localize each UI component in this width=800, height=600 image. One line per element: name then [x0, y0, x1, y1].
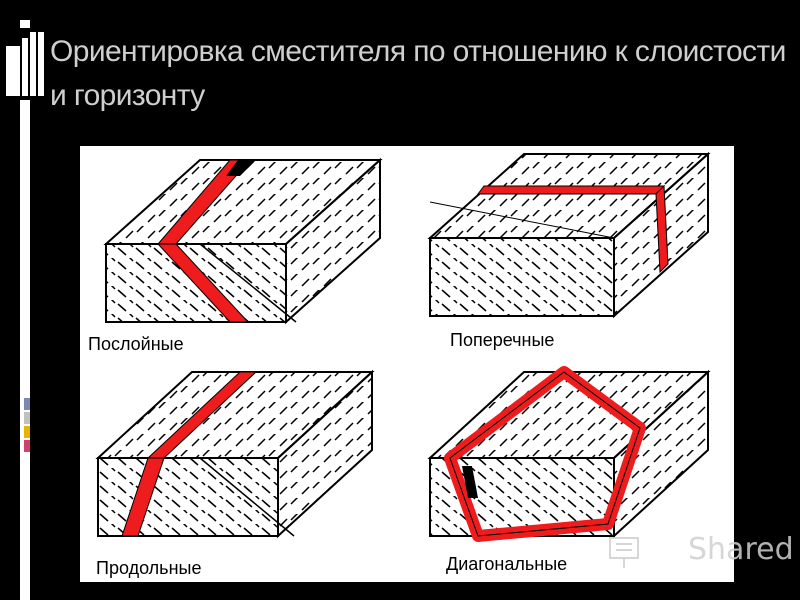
- block-transverse: [427, 151, 711, 319]
- presentation-logo-icon: [0, 28, 46, 100]
- slide-decoration: [20, 20, 30, 600]
- caption-layered: Послойные: [88, 334, 184, 354]
- block-diagonal: [427, 366, 711, 542]
- caption-diagonal: Диагональные: [446, 554, 568, 574]
- fault-diagram: [95, 151, 711, 542]
- slide-title: Ориентировка сместителя по отношению к с…: [50, 35, 786, 112]
- block-layered: [103, 157, 383, 325]
- watermark-logo-icon: [609, 537, 639, 568]
- watermark-text: Shared: [688, 532, 794, 567]
- diagram-panel: Послойные Поперечные Продольные Диагонал…: [80, 146, 734, 582]
- caption-longitudinal: Продольные: [96, 558, 202, 578]
- block-longitudinal: [95, 369, 375, 539]
- caption-transverse: Поперечные: [450, 330, 555, 350]
